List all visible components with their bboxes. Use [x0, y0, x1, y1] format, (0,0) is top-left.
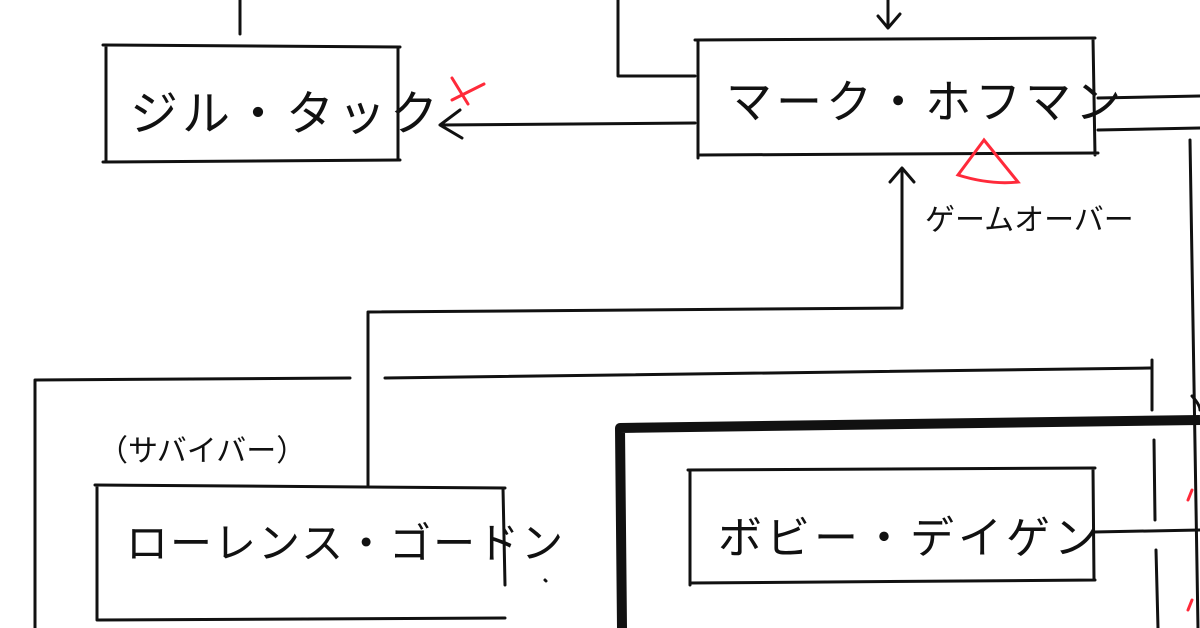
mark-box [693, 36, 1100, 160]
dot [543, 578, 548, 583]
red-mark-right-1 [1186, 488, 1194, 502]
game-over-label: ゲームオーバー [925, 203, 1134, 238]
bobby-box [686, 466, 1097, 587]
right-line-2 [1096, 126, 1200, 132]
loop-line [616, 0, 697, 78]
node-bobby: ボビー・デイゲン [718, 513, 1102, 564]
bold-group-box [615, 415, 1200, 628]
arrow-lawrence-to-mark [366, 166, 916, 487]
survivor-group-box [33, 358, 1160, 628]
arrow-into-mark-top [876, 0, 902, 30]
jill-box [101, 43, 402, 164]
right-vertical [1188, 138, 1200, 628]
survivor-label: （サバイバー） [98, 434, 307, 469]
arrow-mark-to-jill [438, 108, 697, 140]
node-jill: ジル・タック [130, 86, 443, 142]
cross-mark-icon [450, 76, 486, 106]
node-lawrence: ローレンス・ゴードン [126, 519, 566, 568]
red-mark-right-2 [1186, 598, 1194, 612]
right-line-1 [1096, 94, 1200, 100]
triangle-mark-icon [955, 137, 1021, 185]
bobby-right-line [1092, 528, 1200, 534]
lawrence-box [93, 483, 507, 622]
node-mark: マーク・ホフマン [726, 75, 1126, 129]
